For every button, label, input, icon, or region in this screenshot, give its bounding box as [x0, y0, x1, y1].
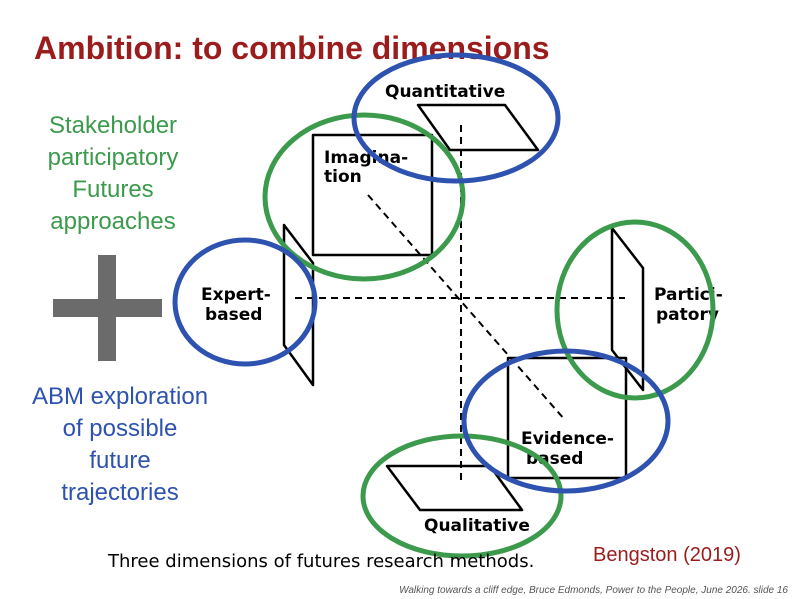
- figure-caption: Three dimensions of futures research met…: [108, 551, 535, 572]
- blue-ellipse-expert: [172, 237, 318, 367]
- imagination-label-line2: tion: [324, 167, 362, 187]
- left-top-line: approaches: [50, 208, 176, 235]
- left-bottom-line: trajectories: [61, 479, 179, 506]
- left-bottom-line: future: [89, 447, 151, 474]
- expert-plane: [282, 223, 315, 387]
- evidence-label-line1: Evidence-: [521, 429, 614, 449]
- expert-label-line1: Expert-: [201, 285, 271, 305]
- diagonal-axis: [367, 194, 566, 421]
- participatory-label-line1: Partici-: [654, 285, 723, 305]
- left-top-line: Futures: [72, 176, 154, 203]
- evidence-label-line2: based: [526, 449, 583, 469]
- slide-footer: Walking towards a cliff edge, Bruce Edmo…: [399, 585, 788, 596]
- slide-title: Ambition: to combine dimensions: [34, 30, 550, 66]
- expert-label-line2: based: [205, 305, 262, 325]
- left-top-line: Stakeholder: [48, 112, 178, 139]
- green-ellipse-qualitative: [360, 433, 564, 559]
- quantitative-plane: [416, 103, 540, 152]
- green-ellipse-participatory: [554, 219, 716, 401]
- abm-exploration-text: ABM exploration of possible future traje…: [10, 381, 230, 509]
- green-ellipse-imagination: [262, 112, 466, 282]
- left-top-line: participatory: [47, 144, 179, 171]
- qualitative-plane: [385, 464, 524, 512]
- blue-ellipse-evidence: [461, 348, 671, 494]
- plus-vertical-bar: [98, 255, 116, 361]
- quantitative-label: Quantitative: [385, 82, 505, 102]
- left-bottom-line: of possible: [62, 415, 178, 442]
- participatory-plane: [610, 226, 645, 392]
- imagination-plane: [311, 133, 434, 257]
- blue-ellipse-quantitative: [351, 52, 561, 184]
- stakeholder-approaches-text: Stakeholder participatory Futures approa…: [18, 110, 208, 238]
- participatory-label-line2: patory: [656, 305, 719, 325]
- qualitative-label: Qualitative: [424, 516, 530, 536]
- source-credit: Bengston (2019): [593, 544, 741, 566]
- left-bottom-line: ABM exploration: [31, 383, 209, 410]
